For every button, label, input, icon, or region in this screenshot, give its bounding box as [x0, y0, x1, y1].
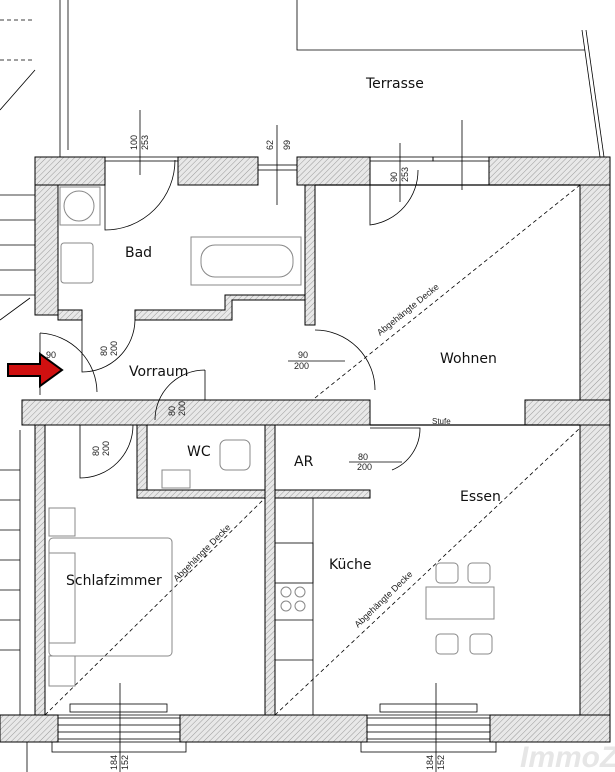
svg-text:152: 152 — [120, 755, 130, 770]
sink — [60, 242, 94, 284]
dining-table — [425, 586, 495, 620]
ceiling-label-kueche: Abgehängte Decke — [352, 569, 414, 629]
ceiling-label-wohnen: Abgehängte Decke — [375, 282, 441, 338]
svg-text:253: 253 — [140, 135, 150, 150]
svg-text:100: 100 — [129, 135, 139, 150]
svg-text:80: 80 — [99, 346, 109, 356]
svg-text:152: 152 — [436, 755, 446, 770]
svg-text:200: 200 — [101, 441, 111, 456]
staircase — [0, 19, 36, 715]
svg-text:80: 80 — [358, 452, 368, 462]
room-label-kueche: Küche — [329, 557, 372, 573]
dimension-labels: 100 253 62 99 90 253 90 80 200 90 200 80… — [46, 135, 446, 770]
washing-machine — [59, 186, 101, 226]
svg-text:253: 253 — [400, 167, 410, 182]
room-label-vorraum: Vorraum — [129, 364, 188, 380]
room-label-ar: AR — [294, 454, 314, 470]
furniture — [48, 186, 495, 687]
suspended-ceiling-lines — [44, 184, 581, 716]
room-label-bad: Bad — [125, 245, 152, 261]
svg-text:200: 200 — [357, 462, 372, 472]
door-swings — [39, 159, 421, 479]
room-label-essen: Essen — [460, 489, 501, 505]
room-label-wohnen: Wohnen — [440, 351, 497, 367]
svg-text:90: 90 — [389, 172, 399, 182]
walls — [0, 156, 611, 743]
stove — [274, 542, 314, 584]
toilet — [219, 439, 251, 471]
room-label-terrasse: Terrasse — [365, 76, 424, 92]
ceiling-label-schlafzimmer: Abgehängte Decke — [171, 522, 232, 583]
interior-lines — [40, 184, 580, 716]
bathtub — [190, 236, 302, 286]
windows — [26, 110, 497, 772]
svg-text:200: 200 — [294, 361, 309, 371]
svg-text:80: 80 — [167, 406, 177, 416]
svg-text:62: 62 — [265, 140, 275, 150]
step-label: Stufe — [432, 417, 451, 426]
wc-sink — [161, 469, 191, 489]
watermark: ImmoZ — [520, 741, 615, 772]
room-label-schlafzimmer: Schlafzimmer — [66, 573, 162, 589]
svg-text:184: 184 — [109, 755, 119, 770]
svg-text:99: 99 — [282, 140, 292, 150]
svg-text:200: 200 — [177, 401, 187, 416]
entry-arrow-icon — [7, 352, 64, 388]
svg-text:200: 200 — [109, 341, 119, 356]
bed — [48, 537, 173, 657]
svg-text:90: 90 — [46, 350, 56, 360]
svg-text:90: 90 — [298, 350, 308, 360]
terrace-outline — [59, 0, 605, 158]
svg-text:80: 80 — [91, 446, 101, 456]
svg-text:184: 184 — [425, 755, 435, 770]
room-label-wc: WC — [187, 444, 211, 460]
